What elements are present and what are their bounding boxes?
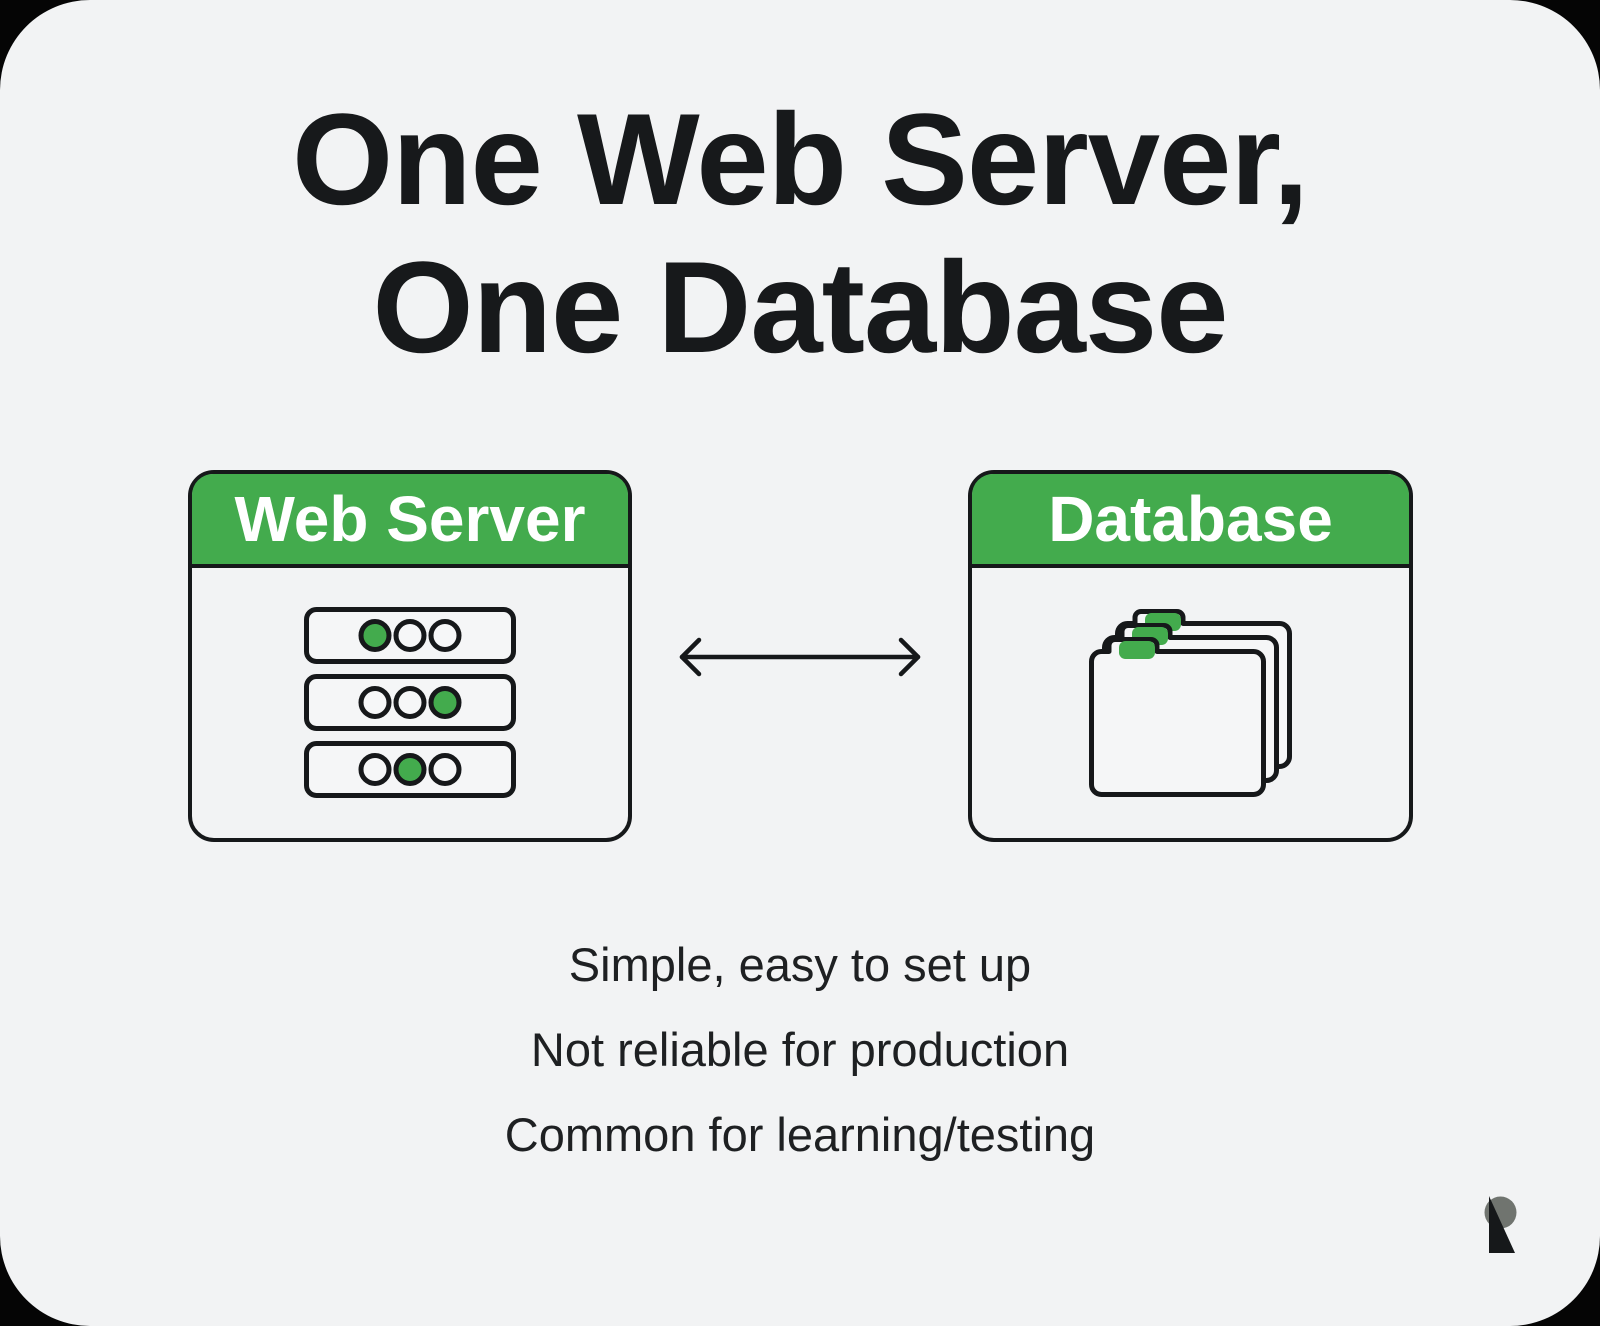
bidirectional-arrow-icon bbox=[679, 637, 921, 677]
server-rack-icon bbox=[304, 607, 516, 798]
database-header: Database bbox=[972, 474, 1409, 568]
web-server-label: Web Server bbox=[234, 483, 586, 555]
web-server-body bbox=[192, 568, 628, 838]
page-title-line-1: One Web Server, bbox=[292, 86, 1309, 232]
caption-simple: Simple, easy to set up bbox=[568, 938, 1032, 991]
caption-list: Simple, easy to set up Not reliable for … bbox=[0, 922, 1600, 1177]
page-title-line-2: One Database bbox=[372, 234, 1228, 380]
folder-stack-icon bbox=[1089, 609, 1292, 797]
database-box: Database bbox=[968, 470, 1413, 842]
database-body bbox=[972, 568, 1409, 838]
r-mark-icon bbox=[1484, 1196, 1517, 1253]
web-server-header: Web Server bbox=[192, 474, 628, 568]
database-label: Database bbox=[1048, 483, 1333, 555]
caption-reliable: Not reliable for production bbox=[530, 1023, 1070, 1076]
page-title: One Web Server, One Database bbox=[0, 85, 1600, 381]
caption-common: Common for learning/testing bbox=[504, 1108, 1096, 1161]
web-server-box: Web Server bbox=[188, 470, 632, 842]
brand-logo bbox=[1483, 1196, 1517, 1254]
connection-arrow bbox=[678, 637, 922, 677]
